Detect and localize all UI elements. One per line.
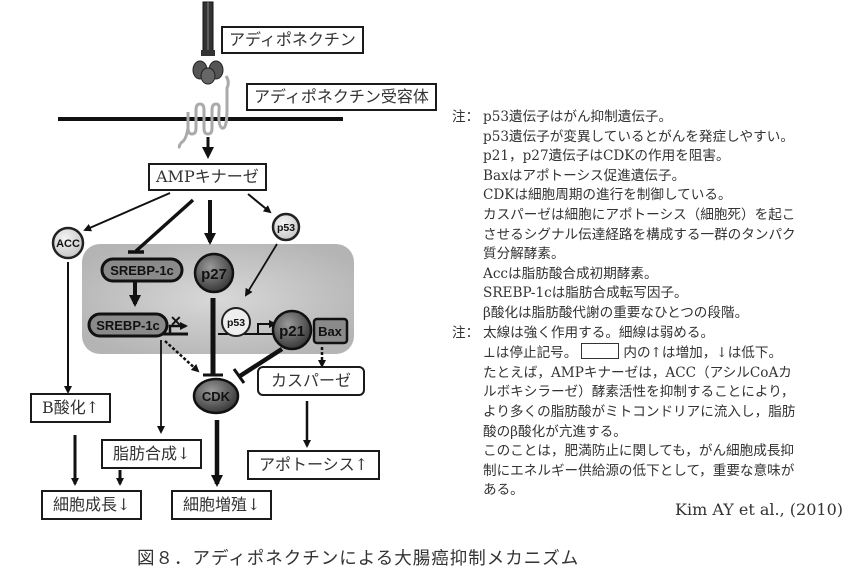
note-line: 質分解酵素。	[483, 246, 565, 263]
srebp-1c-node-bottom: SREBP-1c	[87, 312, 169, 338]
pathway-graphics: ✕ ACC p53	[51, 1, 354, 487]
note-line: 太線は強く作用する。細線は弱める。	[483, 324, 715, 341]
note-line: ある。	[483, 482, 524, 499]
srebp-1c-node-top: SREBP-1c	[100, 257, 184, 283]
ampk-label-box: AMPキナーゼ	[148, 163, 267, 191]
beta-oxidation-box: B酸化↑	[30, 393, 112, 423]
p53-outer-node: p53	[271, 212, 301, 242]
cell-proliferation-box: 細胞増殖↓	[171, 490, 273, 520]
note-text: 内の↑は増加，↓は低下。	[623, 345, 783, 362]
note-line: 酸のβ酸化が亢進する。	[483, 423, 627, 440]
note-block-legend: 注： 太線は強く作用する。細線は弱める。 ⊥は停止記号。 内の↑は増加，↓は低下。…	[452, 324, 852, 501]
note-block-genes: 注： p53遺伝子はがん抑制遺伝子。 p53遺伝子が変異しているとがんを発症しや…	[452, 108, 852, 324]
note-line: より多くの脂肪酸がミトコンドリアに流入し，脂肪	[483, 403, 796, 420]
note-text: ⊥は停止記号。	[483, 345, 578, 362]
legend-box-icon	[581, 343, 620, 360]
note-line: p53遺伝子はがん抑制遺伝子。	[483, 109, 673, 125]
note-line: このことは，肥満防止に関しても，がん細胞成長抑	[483, 443, 795, 460]
note-line: Baxはアポトーシス促進遺伝子。	[483, 167, 686, 184]
note-line-legend: ⊥は停止記号。 内の↑は増加，↓は低下。	[483, 343, 852, 364]
note-line: CDKは細胞周期の進行を制御している。	[483, 187, 732, 204]
srebp-1c-bottom-label: SREBP-1c	[96, 318, 160, 333]
svg-text:✕: ✕	[170, 313, 182, 329]
note-line: β酸化は脂肪酸代謝の重要なひとつの段階。	[483, 304, 749, 321]
adiponectin-label-box: アディポネクチン	[221, 26, 364, 54]
p21-node: p21	[271, 309, 313, 351]
figure-caption: 図８．アディポネクチンによる大腸癌抑制メカニズム	[137, 549, 580, 569]
caspase-label-box: カスパーゼ	[257, 366, 366, 396]
apoptosis-box: アポトーシス↑	[247, 450, 381, 480]
note-line: p21，p27遺伝子はCDKの作用を阻害。	[483, 148, 730, 165]
fat-synthesis-box: 脂肪合成↓	[101, 439, 203, 469]
bax-node: Bax	[312, 317, 349, 345]
citation: Kim AY et al., (2010)	[675, 500, 843, 519]
note-line: 制にエネルギー供給源の低下として，重要な意味が	[483, 462, 795, 479]
note-line: させるシグナル伝達経路を構成する一群のタンパク	[483, 226, 796, 243]
note-line: たとえば，AMPキナーゼは，ACC（アシルCoAカ	[483, 364, 792, 381]
cdk-node: CDK	[192, 377, 240, 415]
note-prefix: 注：	[452, 324, 480, 341]
p53-outer-label: p53	[277, 222, 295, 234]
note-line: Accは脂肪酸合成初期酵素。	[483, 265, 658, 282]
receptor-label-box: アディポネクチン受容体	[246, 83, 437, 111]
note-line: p53遺伝子が変異しているとがんを発症しやすい。	[483, 128, 794, 145]
pathway-diagram: ✕ ACC p53	[0, 0, 440, 530]
note-prefix: 注：	[452, 109, 480, 125]
p27-node: p27	[193, 252, 235, 294]
p53-inner-label: p53	[227, 317, 245, 329]
bax-label: Bax	[318, 324, 343, 339]
adiponectin-ligand-icon	[192, 1, 224, 85]
note-line: SREBP-1cは脂肪合成転写因子。	[483, 285, 688, 302]
acc-label: ACC	[56, 238, 80, 250]
srebp-1c-top-label: SREBP-1c	[110, 263, 174, 278]
p53-inner-node: p53	[221, 307, 251, 337]
acc-node: ACC	[51, 226, 85, 260]
cdk-label: CDK	[202, 389, 231, 404]
note-line: カスパーゼは細胞にアポトーシス（細胞死）を起こ	[483, 206, 796, 223]
p27-label: p27	[201, 266, 227, 283]
note-line: ルボキシラーゼ）酵素活性を抑制することにより，	[483, 384, 795, 401]
cell-growth-box: 細胞成長↓	[41, 490, 143, 520]
adiponectin-receptor-icon	[177, 75, 230, 150]
p21-label: p21	[279, 323, 305, 340]
notes-section: 注： p53遺伝子はがん抑制遺伝子。 p53遺伝子が変異しているとがんを発症しや…	[452, 108, 852, 501]
